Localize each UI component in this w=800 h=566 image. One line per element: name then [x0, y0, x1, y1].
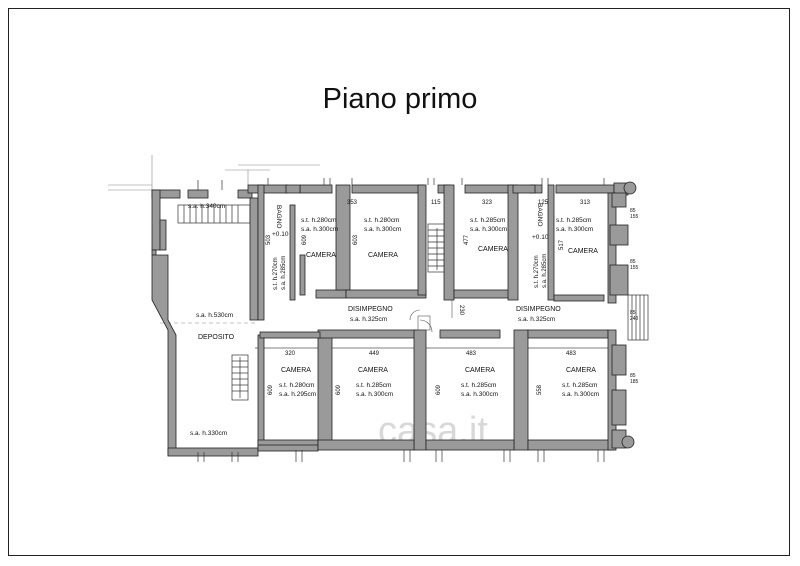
camera-t2-sa: s.a. h.300cm — [364, 226, 401, 233]
camera-b1-height: 609 — [268, 384, 274, 395]
dim-125: 125 — [538, 200, 549, 206]
disimpegno1-label: DISIMPEGNO — [348, 306, 393, 313]
balcony — [627, 294, 649, 341]
camera-b2-width: 449 — [369, 351, 380, 357]
bagno1-sa: s.a. h.285cm — [281, 256, 287, 290]
camera-b4-st: s.t. h.285cm — [562, 382, 597, 389]
outline-lines — [108, 155, 615, 349]
camera-b1-sa: s.a. h.295cm — [279, 391, 316, 398]
camera-t3-sa: s.a. h.300cm — [470, 226, 507, 233]
bagno2-sa: s.a. h.285cm — [542, 254, 548, 288]
bagno1-st: s.t. h.270cm — [273, 257, 279, 290]
disimpegno2-label: DISIMPEGNO — [516, 306, 561, 313]
camera-b3-label: CAMERA — [465, 367, 495, 374]
right-dim-2a: 85 — [630, 259, 636, 265]
camera-b4-label: CAMERA — [566, 367, 596, 374]
camera-t2-st: s.t. h.280cm — [364, 217, 399, 224]
right-dim-3a: 85 — [630, 310, 636, 316]
camera-t2-dim: 603 — [353, 234, 359, 245]
camera-b4-height: 558 — [537, 384, 543, 395]
camera-t4-dim: 517 — [559, 239, 565, 250]
dim-323: 323 — [482, 200, 493, 206]
deposito-height-bottom: s.a. h.330cm — [190, 430, 227, 437]
right-dim-4b: 185 — [630, 379, 639, 385]
camera-b3-width: 483 — [466, 351, 477, 357]
camera-t4-label: CAMERA — [568, 248, 598, 255]
camera-t3-dim: 477 — [464, 234, 470, 245]
deposito-height-mid: s.a. h.530cm — [196, 312, 233, 319]
right-dim-2b: 155 — [630, 265, 639, 271]
drawing-frame — [8, 8, 790, 556]
camera-t4-sa: s.a. h.300cm — [556, 226, 593, 233]
camera-b4-sa: s.a. h.300cm — [562, 391, 599, 398]
dim-115: 115 — [431, 200, 441, 206]
disimpegno2-height: s.a. h.325cm — [518, 316, 555, 323]
right-dim-1b: 155 — [630, 214, 639, 220]
right-dim-4a: 85 — [630, 373, 636, 379]
bagno2-st: s.t. h.270cm — [534, 255, 540, 288]
bagno2-level: +0.10 — [532, 234, 549, 241]
right-dim-1a: 85 — [630, 208, 636, 214]
camera-t3-st: s.t. h.285cm — [470, 217, 505, 224]
dim-353: 353 — [347, 200, 358, 206]
camera-t1-sa: s.a. h.300cm — [301, 226, 338, 233]
camera-b1-st: s.t. h.280cm — [279, 382, 314, 389]
camera-t2-label: CAMERA — [368, 252, 398, 259]
camera-t1-label: CAMERA — [306, 252, 336, 259]
camera-t3-label: CAMERA — [478, 246, 508, 253]
right-dim-3b: 240 — [630, 316, 639, 322]
door-arcs — [409, 300, 453, 333]
camera-b3-st: s.t. h.285cm — [461, 382, 496, 389]
camera-b2-label: CAMERA — [358, 367, 388, 374]
walls — [151, 181, 637, 457]
camera-t1-dim: 609 — [302, 234, 308, 245]
disimpegno1-height: s.a. h.325cm — [350, 316, 387, 323]
deposito-height-top: s.a. h.340cm — [188, 203, 225, 210]
stairs — [177, 204, 447, 401]
camera-b2-sa: s.a. h.300cm — [356, 391, 393, 398]
bagno1-dim: 503 — [266, 234, 272, 245]
bagno2-label: BAGNO — [536, 203, 543, 226]
camera-b2-height: 609 — [336, 384, 342, 395]
camera-b4-width: 483 — [566, 351, 577, 357]
dim-230: 230 — [458, 305, 464, 316]
bagno1-level: +0.10 — [272, 231, 289, 238]
camera-t4-st: s.t. h.285cm — [556, 217, 591, 224]
bagno1-label: BAGNO — [275, 205, 282, 228]
camera-b1-width: 320 — [285, 351, 296, 357]
dim-313: 313 — [580, 200, 591, 206]
camera-b3-height: 609 — [436, 384, 442, 395]
tick-marks — [197, 178, 605, 462]
deposito-label: DEPOSITO — [198, 334, 235, 341]
camera-t1-st: s.t. h.280cm — [301, 217, 336, 224]
page-title: Piano primo — [322, 83, 478, 115]
camera-b2-st: s.t. h.285cm — [356, 382, 391, 389]
camera-b1-label: CAMERA — [281, 367, 311, 374]
camera-b3-sa: s.a. h.300cm — [461, 391, 498, 398]
